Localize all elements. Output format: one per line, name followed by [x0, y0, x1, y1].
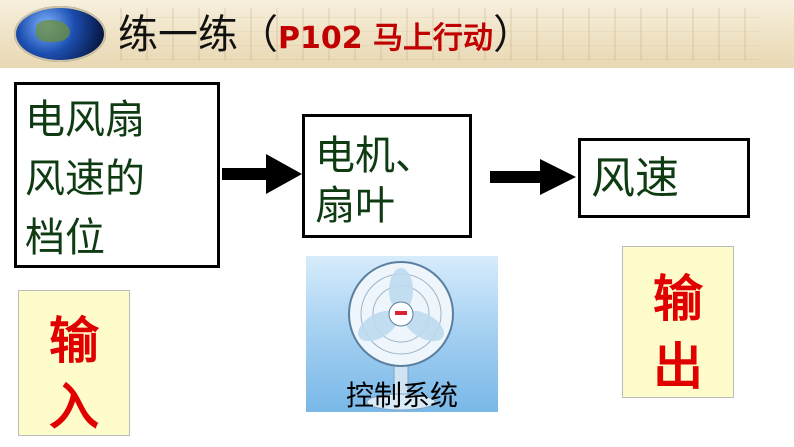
- fan-image: 控制系统: [306, 256, 498, 412]
- output-label-char: 出: [653, 338, 703, 396]
- globe-icon: [14, 6, 106, 62]
- title-banner: 练一练（P102 马上行动）: [0, 0, 794, 68]
- output-label-char: 输: [653, 270, 703, 328]
- output-block: 风速: [578, 138, 750, 218]
- system-block: 电机、 扇叶: [302, 114, 472, 238]
- input-block-line: 风速的: [25, 156, 145, 202]
- page-title: 练一练（P102 马上行动）: [118, 10, 533, 60]
- title-close: ）: [493, 12, 534, 58]
- system-block-line: 电机、: [315, 133, 435, 179]
- input-block-line: 电风扇: [25, 97, 145, 143]
- system-block-line: 扇叶: [315, 183, 395, 229]
- input-label: 输 入: [18, 290, 130, 436]
- arrow-right-icon: [222, 154, 302, 194]
- fan-caption: 控制系统: [345, 379, 458, 412]
- world-map-pattern: [120, 8, 760, 60]
- output-label: 输 出: [622, 246, 734, 398]
- input-block-line: 档位: [25, 215, 105, 261]
- title-reference: P102 马上行动: [278, 21, 494, 56]
- input-label-char: 输: [49, 312, 99, 370]
- output-block-line: 风速: [591, 153, 679, 204]
- electric-fan-icon: [348, 261, 454, 411]
- input-block: 电风扇 风速的 档位: [14, 82, 220, 268]
- arrow-right-icon: [490, 159, 576, 195]
- input-label-char: 入: [49, 378, 99, 436]
- title-main: 练一练（: [118, 12, 278, 58]
